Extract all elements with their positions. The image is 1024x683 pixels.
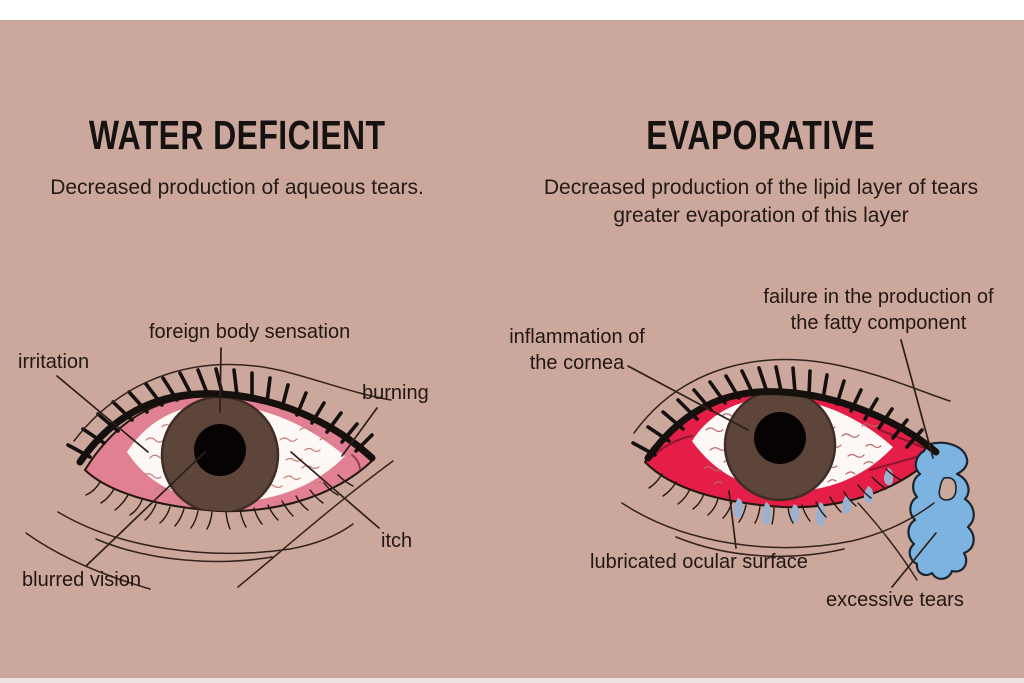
water-deficient-eye-illustration [25,347,394,590]
label-failure-line1: failure in the production of [763,286,994,308]
pupil-right [754,412,806,464]
right-panel-title: EVAPORATIVE [646,112,876,158]
label-lubricated-ocular-surface: lubricated ocular surface [590,551,808,573]
pupil-left [194,424,246,476]
right-panel-header: EVAPORATIVE [524,112,998,158]
skin-lines-left [25,363,394,590]
label-foreign-body-sensation: foreign body sensation [149,321,351,343]
evaporative-eye-illustration [621,339,975,588]
label-failure-fatty-component: failure in the production of the fatty c… [756,284,1001,336]
canvas-background [0,20,1024,678]
label-inflammation-line2: the cornea [529,352,625,374]
upper-lashes-right [631,365,924,457]
bottom-margin-strip [0,678,1024,683]
left-panel-subtitle: Decreased production of aqueous tears. [50,176,424,199]
label-inflammation-line1: inflammation of [509,326,645,348]
right-panel-subtitle-line2: greater evaporation of this layer [613,204,909,227]
label-itch: itch [381,530,413,552]
label-inflammation-of-the-cornea: inflammation of the cornea [497,324,657,376]
lower-lashes-left [85,474,354,530]
skin-lines-right [621,358,951,581]
tear-stream-hole [938,476,957,501]
label-excessive-tears: excessive tears [826,589,964,611]
label-blurred-vision: blurred vision [22,569,141,591]
upper-lashes-left [66,367,374,459]
annotation-lines-right [627,339,937,588]
right-panel-subtitle-line1: Decreased production of the lipid layer … [543,176,979,199]
label-irritation: irritation [18,351,90,373]
left-panel-title: WATER DEFICIENT [88,112,386,158]
label-burning: burning [362,382,429,404]
top-margin-strip [0,0,1024,20]
annotation-lines-left [56,347,380,567]
label-failure-line2: the fatty component [790,312,967,334]
lower-lashes-right [648,468,902,525]
excessive-tear-stream [907,441,975,580]
left-panel-header: WATER DEFICIENT [0,112,474,158]
